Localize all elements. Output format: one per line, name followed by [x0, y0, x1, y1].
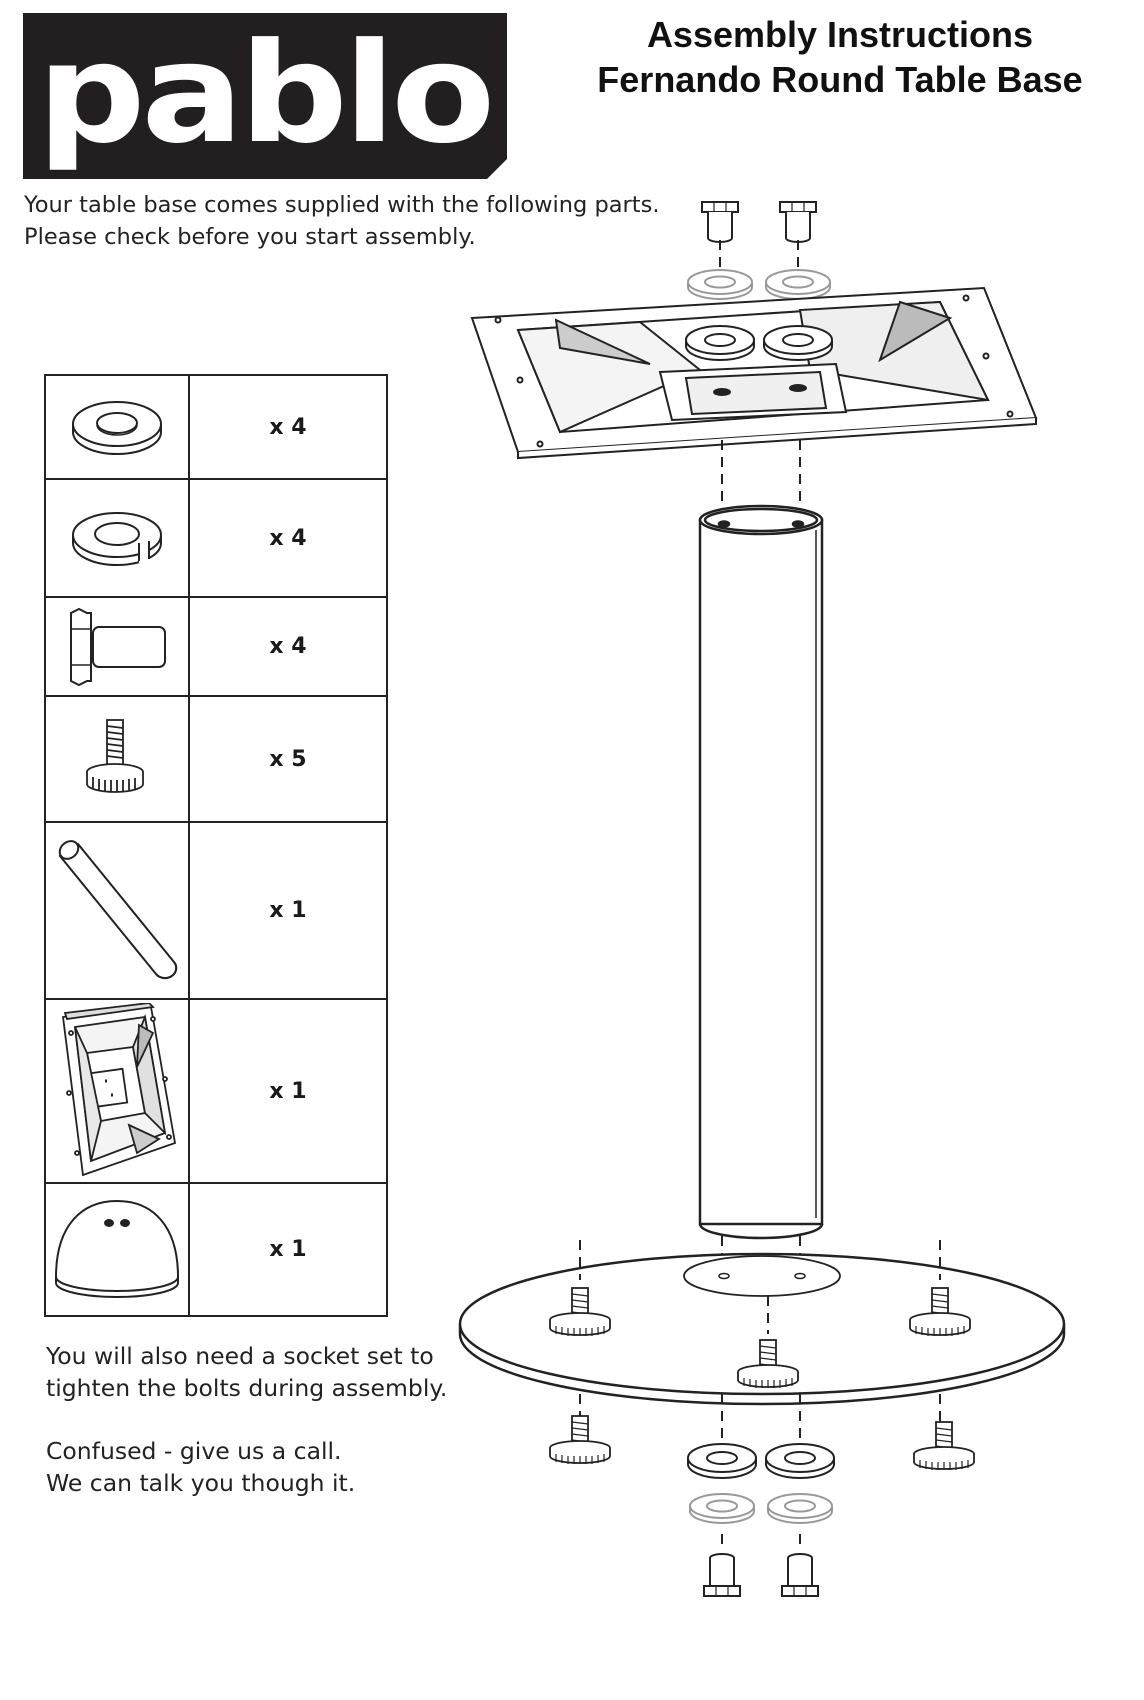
help-note: Confused - give us a call. We can talk y…: [46, 1435, 355, 1499]
bottom-flat-washer-right: [765, 1443, 835, 1479]
leveling-foot-icon: [86, 719, 144, 793]
parts-row: x 1: [44, 1182, 388, 1317]
bottom-flat-washer-left: [687, 1443, 757, 1479]
part-quantity: x 1: [188, 1182, 388, 1317]
help-note-line-1: Confused - give us a call.: [46, 1437, 342, 1465]
title-line-2: Fernando Round Table Base: [597, 59, 1083, 100]
top-flat-washer-right: [763, 325, 833, 361]
part-quantity: x 1: [188, 998, 388, 1184]
base-foot-left: [549, 1287, 611, 1337]
bottom-foot-right: [913, 1421, 975, 1471]
top-bolt-left: [701, 201, 739, 243]
top-bolt-right: [779, 201, 817, 243]
spring-washer-icon: [72, 512, 162, 566]
flat-washer-icon: [72, 401, 162, 455]
logo-text: pablo: [37, 13, 491, 174]
intro-line-2: Please check before you start assembly.: [24, 224, 476, 250]
socket-note-line-1: You will also need a socket set to: [46, 1342, 434, 1370]
top-spring-washer-left: [687, 269, 753, 300]
parts-row: x 5: [44, 695, 388, 823]
parts-row: x 4: [44, 596, 388, 697]
bottom-bolt-right: [781, 1553, 819, 1597]
column-tube: [698, 504, 824, 1240]
part-quantity: x 1: [188, 821, 388, 1000]
pablo-logo: pablo: [23, 13, 507, 179]
part-quantity: x 4: [188, 374, 388, 480]
bottom-bolt-left: [703, 1553, 741, 1597]
socket-note-line-2: tighten the bolts during assembly.: [46, 1374, 448, 1402]
top-plate-icon: [61, 1003, 177, 1177]
part-quantity: x 5: [188, 695, 388, 823]
parts-row: x 1: [44, 998, 388, 1184]
intro-line-1: Your table base comes supplied with the …: [24, 192, 660, 218]
top-flat-washer-left: [685, 325, 755, 361]
parts-row: x 4: [44, 478, 388, 598]
help-note-line-2: We can talk you though it.: [46, 1469, 356, 1497]
intro-text: Your table base comes supplied with the …: [24, 189, 660, 253]
top-plate: [470, 286, 1038, 460]
page-title: Assembly Instructions Fernando Round Tab…: [560, 12, 1120, 102]
title-line-1: Assembly Instructions: [646, 14, 1034, 55]
bottom-foot-left: [549, 1415, 611, 1465]
parts-row: x 1: [44, 821, 388, 1000]
base-foot-front: [737, 1339, 799, 1389]
round-base-plate: [458, 1252, 1066, 1406]
hex-bolt-icon: [70, 607, 166, 686]
bottom-spring-washer-left: [689, 1493, 755, 1524]
bottom-spring-washer-right: [767, 1493, 833, 1524]
column-tube-icon: [58, 839, 178, 979]
parts-list-table: x 4 x 4 x 4: [44, 374, 388, 1317]
top-spring-washer-right: [765, 269, 831, 300]
socket-set-note: You will also need a socket set to tight…: [46, 1340, 447, 1404]
round-base-icon: [54, 1199, 180, 1298]
part-quantity: x 4: [188, 478, 388, 598]
base-foot-right: [909, 1287, 971, 1337]
parts-row: x 4: [44, 374, 388, 480]
part-quantity: x 4: [188, 596, 388, 697]
